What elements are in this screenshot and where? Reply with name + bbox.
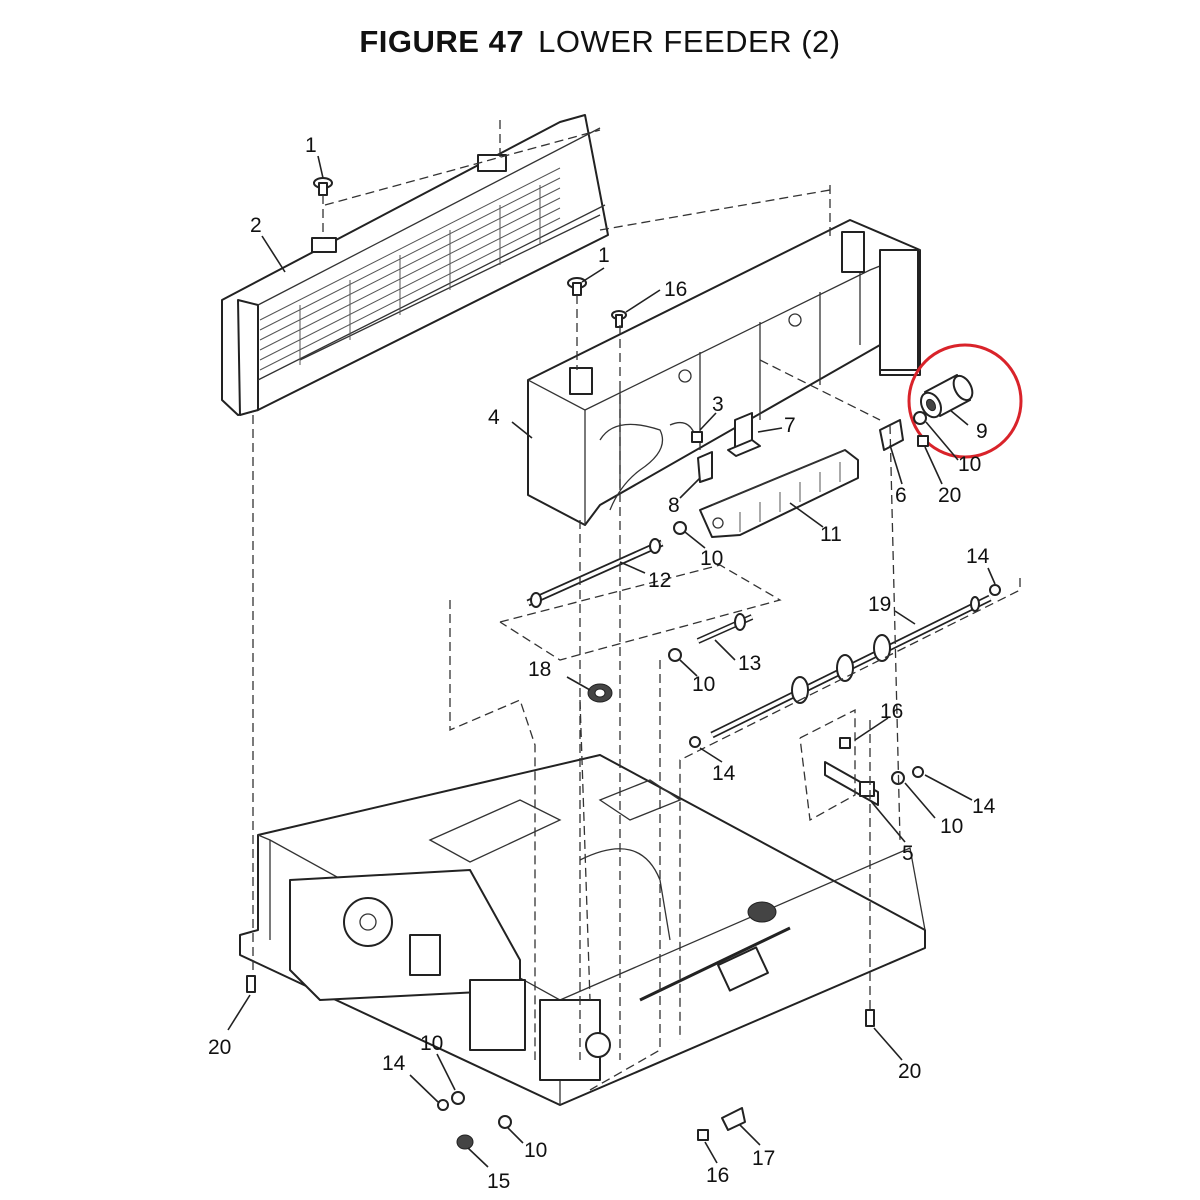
callout-14: 14	[712, 762, 736, 785]
figure-name: LOWER FEEDER (2)	[538, 24, 841, 59]
callout-20: 20	[938, 484, 961, 507]
part-14-ring-a	[989, 584, 1001, 596]
part-16-screw-c	[697, 1129, 709, 1141]
part-9-roller	[919, 374, 974, 419]
part-3-harness	[669, 421, 703, 443]
part-7-sensor	[727, 412, 761, 457]
callout-14: 14	[966, 545, 990, 568]
figure-title: FIGURE 47 LOWER FEEDER (2)	[0, 24, 1200, 60]
callout-13: 13	[738, 652, 761, 675]
callout-2: 2	[250, 214, 262, 237]
callout-12: 12	[648, 569, 671, 592]
part-10-ring-e	[451, 1091, 465, 1105]
highlight-circle-part-9	[907, 343, 1023, 459]
callout-6: 6	[895, 484, 907, 507]
part-1-screw-a	[313, 177, 333, 196]
callout-10: 10	[420, 1032, 443, 1055]
callout-5: 5	[902, 842, 914, 865]
callout-8: 8	[668, 494, 680, 517]
callout-10: 10	[958, 453, 981, 476]
part-14-ring-b	[689, 736, 701, 748]
callout-10: 10	[524, 1139, 547, 1162]
part-14-ring-c	[912, 766, 924, 778]
callout-1: 1	[305, 134, 317, 157]
figure-number: FIGURE 47	[359, 24, 525, 59]
part-15-gear	[456, 1134, 474, 1150]
callout-18: 18	[528, 658, 551, 681]
assembly-guide-lines	[252, 120, 1021, 1091]
callout-10: 10	[692, 673, 715, 696]
part-19-roller-shaft	[710, 594, 992, 739]
callout-11: 11	[820, 523, 842, 546]
callout-3: 3	[712, 393, 724, 416]
part-16-screw-a	[611, 310, 627, 328]
callout-14: 14	[382, 1052, 406, 1075]
part-10-ring-a	[673, 521, 687, 535]
callout-17: 17	[752, 1147, 775, 1170]
base-frame	[239, 754, 926, 1106]
callout-9: 9	[976, 420, 988, 443]
callout-19: 19	[868, 593, 891, 616]
callout-labels: 1 2 1 16 4 3 7 8 9 10 6 20 11 10 12 14 1…	[208, 134, 996, 1193]
callout-1: 1	[598, 244, 610, 267]
part-10-ring-f	[498, 1115, 512, 1129]
callout-16: 16	[706, 1164, 729, 1187]
part-14-ring-d	[437, 1099, 449, 1111]
callout-10: 10	[940, 815, 963, 838]
part-13-shaft	[696, 613, 754, 644]
part-20-screw-b	[246, 975, 256, 993]
callout-7: 7	[784, 414, 796, 437]
leader-lines	[227, 155, 996, 1168]
part-10-ring-b	[668, 648, 682, 662]
part-18-gear	[587, 683, 613, 703]
part-2-cover	[221, 114, 609, 416]
part-20-screw-c	[865, 1009, 875, 1027]
part-4-feeder-frame	[527, 219, 921, 526]
callout-14: 14	[972, 795, 996, 818]
callout-16: 16	[664, 278, 687, 301]
callout-20: 20	[208, 1036, 231, 1059]
fasteners	[246, 411, 1001, 1150]
part-6-bracket	[879, 419, 904, 451]
part-17-bracket	[721, 1107, 746, 1131]
part-16-screw-b	[839, 737, 851, 749]
part-5-bracket	[824, 761, 879, 806]
part-12-shaft	[526, 538, 664, 608]
callout-4: 4	[488, 406, 500, 429]
callout-15: 15	[487, 1170, 510, 1193]
part-8-actuator	[697, 451, 713, 483]
callout-20: 20	[898, 1060, 921, 1083]
callout-16: 16	[880, 700, 903, 723]
callout-10: 10	[700, 547, 723, 570]
part-11-guide	[699, 449, 859, 538]
part-20-screw-a	[917, 435, 929, 447]
part-10-ring-c	[913, 411, 927, 425]
